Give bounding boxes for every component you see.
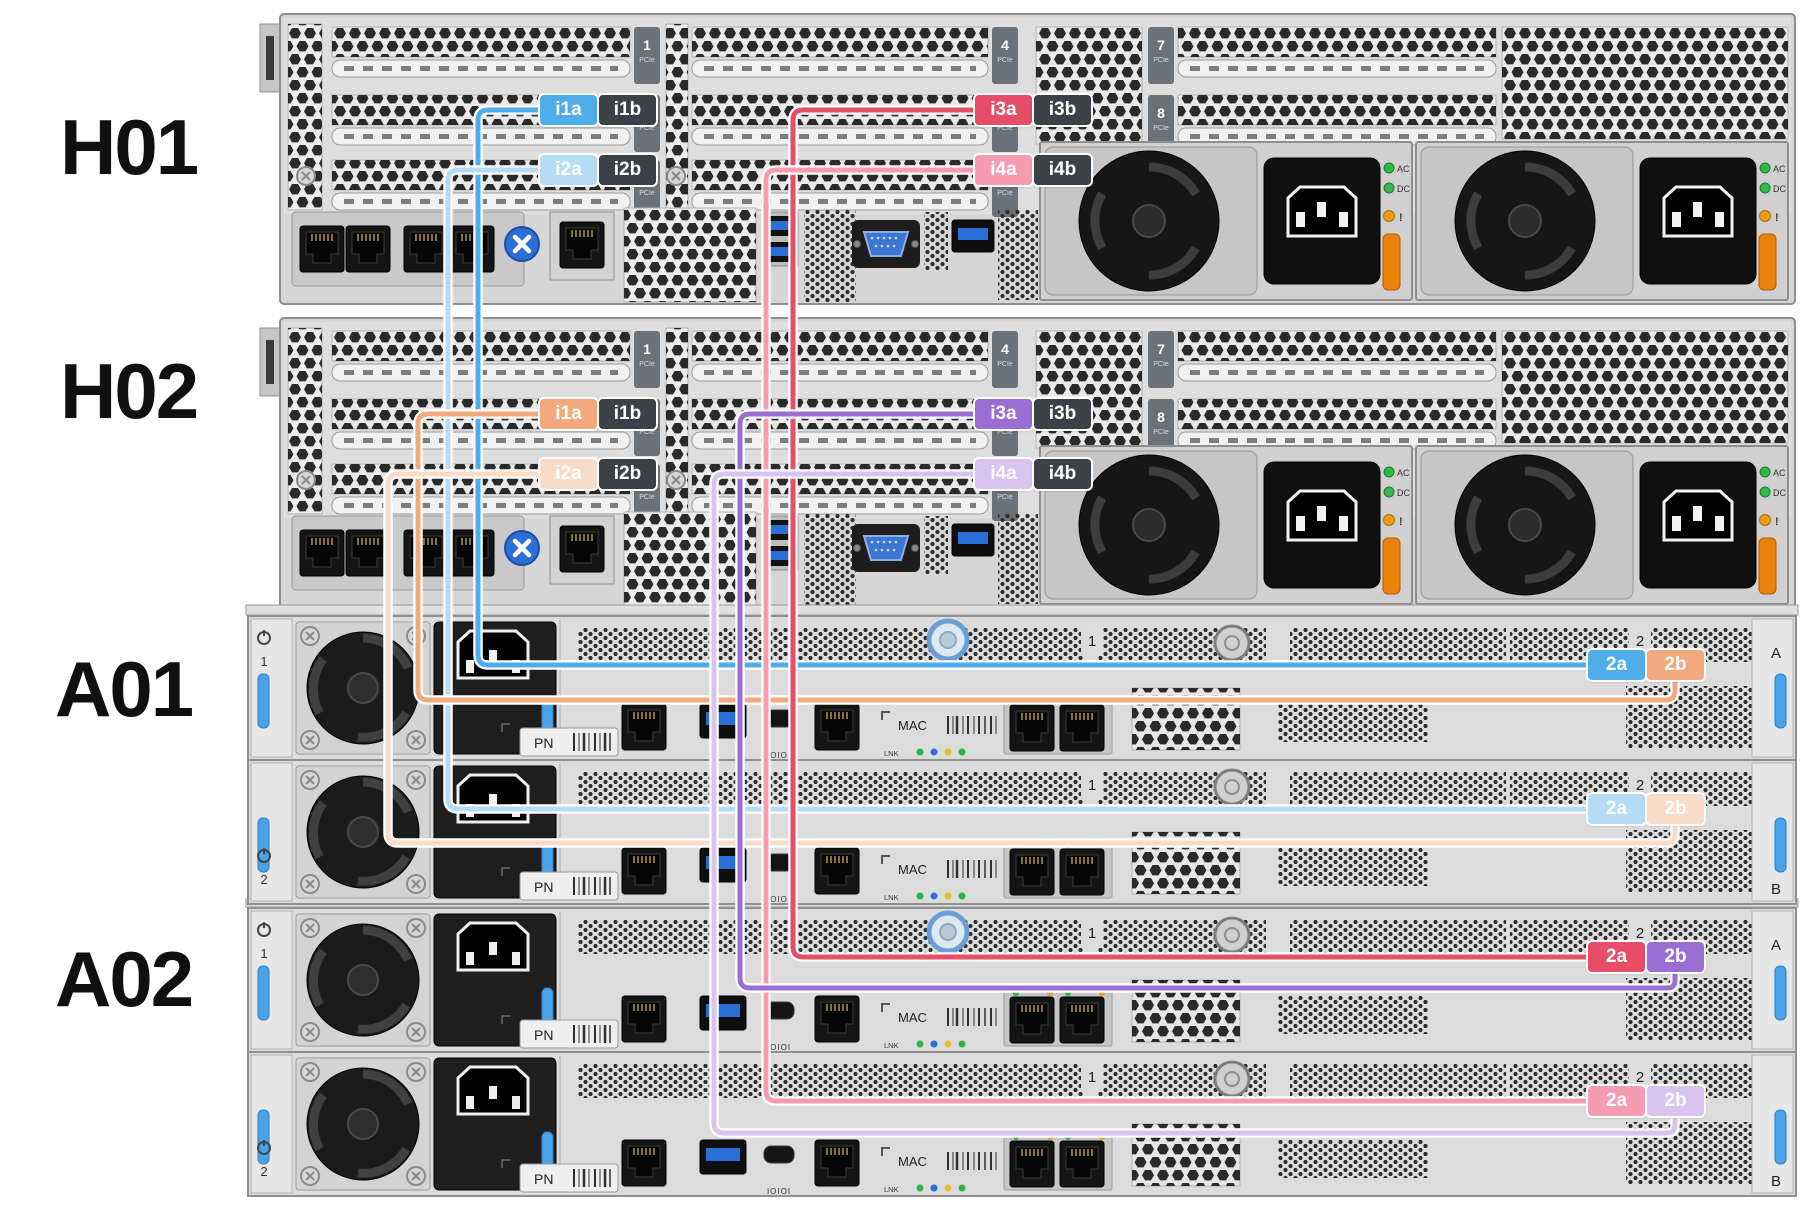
bay-marker: 1 (257, 630, 271, 669)
controller-letter: B (1771, 881, 1781, 898)
rack-label-a01: A01 (55, 645, 194, 733)
cable-h02-i1a__a01-top-2b (415, 411, 1678, 703)
bay-marker: 1 (257, 922, 271, 961)
controller-letter: A (1771, 937, 1781, 954)
cable-h01-i1a__a01-top-2a (475, 107, 1587, 668)
rack-label-h01: H01 (60, 103, 199, 191)
h02-chassis (259, 318, 1795, 608)
cable-h02-i3a__a02-top-2b (737, 411, 1678, 991)
rack-label-h02: H02 (60, 347, 199, 435)
a02-controller-bottom (248, 1052, 1796, 1196)
a02-controller-top (248, 908, 1796, 1052)
cable-h02-i2a__a01-bottom-2b (385, 471, 1678, 846)
a02-shelf: 1 A 2 B (248, 908, 1796, 1196)
cable-h02-i4a__a02-bottom-2b (711, 471, 1678, 1136)
h01-chassis (259, 14, 1795, 304)
svg-text:2: 2 (260, 1164, 267, 1179)
controller-letter: A (1771, 645, 1781, 662)
svg-text:1: 1 (260, 946, 267, 961)
bay-marker: 2 (257, 848, 271, 887)
cable-h01-i2a__a01-bottom-2a (445, 167, 1587, 812)
controller-letter: B (1771, 1173, 1781, 1190)
cable-h01-i3a__a02-top-2a (790, 107, 1587, 960)
cables (383, 105, 1680, 1138)
a01-shelf: 1 A 2 B (248, 616, 1796, 904)
cable-h01-i4a__a02-bottom-2a (763, 167, 1587, 1104)
svg-text:1: 1 (260, 654, 267, 669)
rack-label-a02: A02 (55, 935, 194, 1023)
svg-text:2: 2 (260, 872, 267, 887)
a01-controller-bottom (248, 760, 1796, 904)
bay-marker: 2 (257, 1140, 271, 1179)
